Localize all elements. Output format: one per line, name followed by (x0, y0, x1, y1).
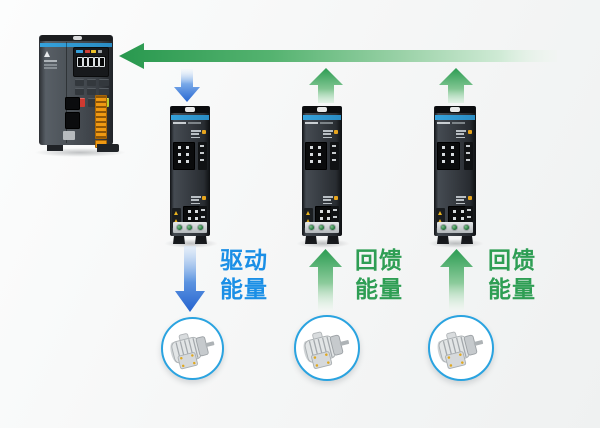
drive-blue-stripe (435, 115, 475, 120)
label-line-1: 回馈 (488, 247, 536, 273)
label-drive-energy: 驱动 能量 (220, 246, 268, 304)
motor-icon (437, 331, 484, 369)
stop-reset-button (75, 98, 85, 107)
status-led-row (76, 50, 102, 53)
label-feedback-energy-right: 回馈 能量 (488, 246, 536, 304)
label-line-2: 能量 (355, 276, 403, 302)
blue-down-arrow-icon (174, 69, 200, 102)
green-left-arrow-icon (119, 43, 557, 69)
seven-segment-display (76, 56, 106, 67)
drive-blue-stripe (171, 115, 209, 120)
blue-down-arrow-icon (175, 246, 205, 312)
comm-port (65, 112, 80, 129)
motor-2 (294, 315, 360, 381)
label-feedback-energy-left: 回馈 能量 (355, 246, 403, 304)
drive-model-text (437, 122, 450, 124)
green-up-arrow-icon (440, 249, 473, 311)
green-up-arrow-icon (309, 249, 342, 311)
ground-plate (63, 131, 75, 140)
motor-icon (169, 332, 214, 369)
warning-label (304, 208, 313, 228)
master-top-clip (73, 36, 82, 40)
master-blue-stripe (40, 43, 112, 47)
servo-drive-3 (434, 106, 476, 244)
warning-label (436, 208, 445, 228)
label-line-2: 能量 (220, 276, 268, 302)
motor-power-terminals (305, 222, 339, 233)
motor-3 (428, 315, 494, 381)
drive-model-text (305, 122, 318, 124)
comm-port (65, 97, 80, 110)
delta-logo-icon (44, 51, 50, 57)
warning-label (172, 208, 181, 228)
drive-model-text (173, 122, 186, 124)
io-terminal-strip (95, 95, 107, 139)
label-line-1: 驱动 (220, 247, 268, 273)
motor-1 (161, 317, 224, 380)
master-model-text (44, 60, 57, 62)
master-display-panel (73, 47, 109, 77)
label-line-1: 回馈 (355, 247, 403, 273)
drive-blue-stripe (303, 115, 341, 120)
label-line-2: 能量 (488, 276, 536, 302)
motor-power-terminals (437, 222, 473, 233)
servo-drive-1 (170, 106, 210, 244)
motor-icon (303, 331, 350, 369)
green-up-arrow-icon (439, 68, 473, 103)
servo-drive-2 (302, 106, 342, 244)
motor-power-terminals (173, 222, 207, 233)
regen-power-supply-unit (39, 35, 119, 152)
green-up-arrow-icon (309, 68, 343, 103)
